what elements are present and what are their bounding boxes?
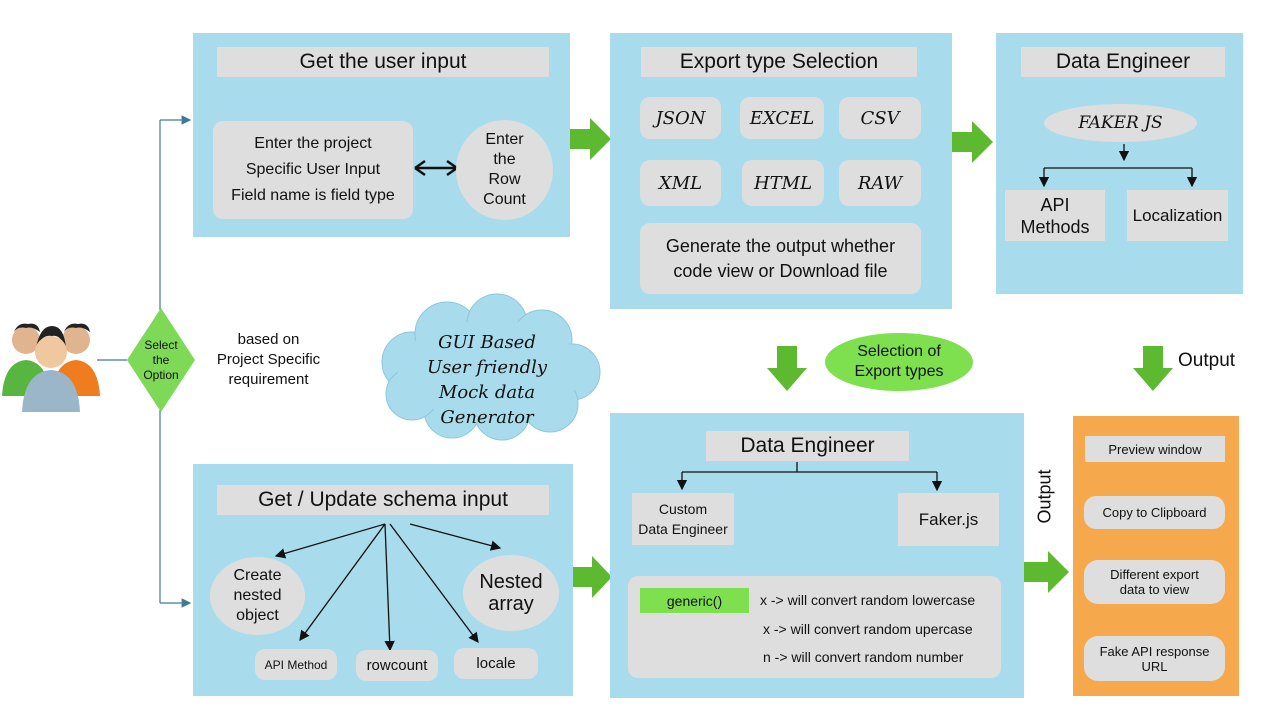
api-method-label: API Method: [264, 657, 328, 672]
export-type-html-label: HTML: [753, 172, 813, 194]
decision-label: Select the Option: [143, 338, 179, 382]
different-export-label: Different export data to view: [1110, 567, 1199, 597]
user-input-title: Get the user input: [217, 47, 549, 77]
rule-lowercase: x -> will convert random lowercase: [760, 592, 976, 608]
selection-export-text: Selection of Export types: [854, 343, 944, 380]
export-type-xml: XML: [640, 160, 721, 206]
nested-array-ellipse: Nested array: [463, 555, 559, 631]
user-input-box-text: Enter the project Specific User Input Fi…: [231, 135, 395, 204]
generic-function-box: generic(): [640, 588, 749, 613]
api-methods-box: API Methods: [1005, 190, 1105, 241]
custom-engineer-label: Custom Data Engineer: [638, 501, 728, 537]
copy-clipboard-box: Copy to Clipboard: [1084, 496, 1225, 529]
flow-arrow-right-2: [952, 121, 993, 163]
double-arrow-icon: [414, 159, 458, 177]
export-type-excel: EXCEL: [740, 97, 824, 139]
create-nested-text: Create nested object: [233, 567, 282, 624]
different-export-box: Different export data to view: [1084, 560, 1225, 604]
export-type-raw-label: RAW: [857, 172, 903, 194]
copy-clipboard-label: Copy to Clipboard: [1102, 505, 1207, 520]
custom-engineer-box: Custom Data Engineer: [632, 493, 734, 545]
nested-array-text: Nested array: [479, 571, 543, 615]
rule-number: n -> will convert random number: [763, 649, 964, 665]
export-type-html: HTML: [742, 160, 824, 206]
faker-js-ellipse: FAKER JS: [1044, 104, 1197, 142]
users-icon: [2, 323, 100, 412]
export-type-json-label: JSON: [655, 107, 706, 129]
preview-window-label: Preview window: [1108, 441, 1202, 457]
data-engineer-top-title: Data Engineer: [1021, 47, 1225, 77]
generate-output-text: Generate the output whether code view or…: [665, 235, 896, 281]
cloud-text: GUI Based User friendly Mock data Genera…: [426, 332, 548, 428]
rule-uppercase: x -> will convert random upercase: [763, 621, 973, 637]
flow-arrow-right-1: [570, 118, 611, 160]
locale-box: locale: [454, 648, 538, 679]
export-type-csv: CSV: [839, 97, 921, 139]
cloud-shape: [381, 293, 601, 441]
flow-arrow-down-1: [767, 346, 807, 391]
api-method-box: API Method: [255, 649, 337, 680]
fakerjs-label: Faker.js: [918, 509, 979, 529]
localization-label: Localization: [1132, 205, 1223, 225]
locale-label: locale: [476, 655, 516, 672]
export-type-json: JSON: [640, 97, 721, 139]
create-nested-ellipse: Create nested object: [210, 557, 305, 635]
preview-window-box: Preview window: [1085, 436, 1225, 462]
export-type-xml-label: XML: [658, 172, 703, 194]
rowcount-box: rowcount: [356, 650, 438, 681]
export-type-raw: RAW: [839, 160, 921, 206]
rowcount-label: rowcount: [366, 657, 428, 674]
faker-js-label: FAKER JS: [1078, 113, 1163, 133]
data-engineer-bottom-title: Data Engineer: [706, 431, 909, 461]
output-label-side: Output: [1034, 469, 1055, 524]
flow-arrow-right-4: [1024, 551, 1069, 593]
flow-arrow-right-3: [573, 556, 612, 598]
user-input-box: Enter the project Specific User Input Fi…: [213, 121, 413, 219]
api-methods-label: API Methods: [1020, 194, 1090, 237]
fake-api-label: Fake API response URL: [1099, 643, 1210, 674]
selection-export-ellipse: Selection of Export types: [825, 333, 973, 391]
export-selection-title: Export type Selection: [641, 47, 917, 77]
schema-title: Get / Update schema input: [217, 485, 549, 515]
output-label-top: Output: [1178, 350, 1236, 371]
flow-arrow-down-2: [1133, 346, 1173, 391]
fake-api-box: Fake API response URL: [1084, 636, 1225, 681]
generic-function-label: generic(): [666, 592, 723, 609]
localization-box: Localization: [1127, 190, 1228, 241]
export-type-excel-label: EXCEL: [749, 107, 815, 129]
export-type-csv-label: CSV: [860, 107, 900, 129]
user-note: based on Project Specific requirement: [216, 331, 321, 388]
row-count-text: Enter the Row Count: [483, 131, 526, 208]
decision-diamond: [127, 308, 195, 412]
generate-output-box: Generate the output whether code view or…: [640, 223, 921, 294]
row-count-ellipse: Enter the Row Count: [456, 120, 553, 220]
fakerjs-box: Faker.js: [898, 493, 999, 546]
